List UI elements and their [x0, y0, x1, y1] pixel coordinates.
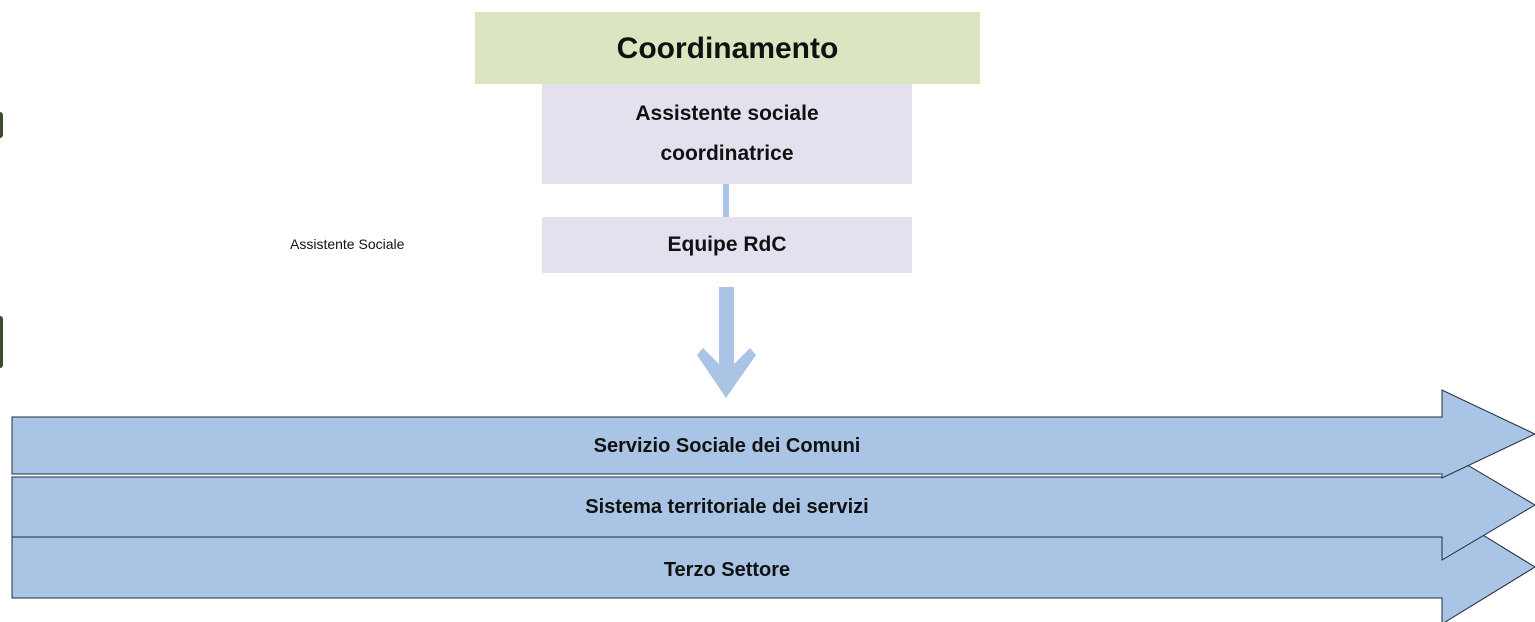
band-arrow-municipal-social-service — [11, 389, 1535, 479]
down-arrow — [697, 287, 756, 398]
cropped-image-edge — [0, 316, 3, 368]
coordinator-role-label: Assistente sociale coordinatrice — [635, 102, 819, 165]
team-box: Equipe RdC — [542, 217, 912, 273]
coordination-header-label: Coordinamento — [616, 32, 839, 65]
band-label-municipal-social-service: Servizio Sociale dei Comuni — [593, 435, 861, 457]
band-label-territorial-system: Sistema territoriale dei servizi — [585, 496, 869, 518]
band-label-third-sector: Terzo Settore — [663, 559, 791, 581]
role-team-connector — [723, 184, 729, 217]
side-role-label: Assistente Sociale — [290, 236, 405, 252]
coordinator-role-box: Assistente sociale coordinatrice — [542, 84, 912, 184]
team-label: Equipe RdC — [667, 233, 787, 256]
cropped-image-edge — [0, 112, 3, 138]
coordination-header: Coordinamento — [475, 12, 980, 84]
